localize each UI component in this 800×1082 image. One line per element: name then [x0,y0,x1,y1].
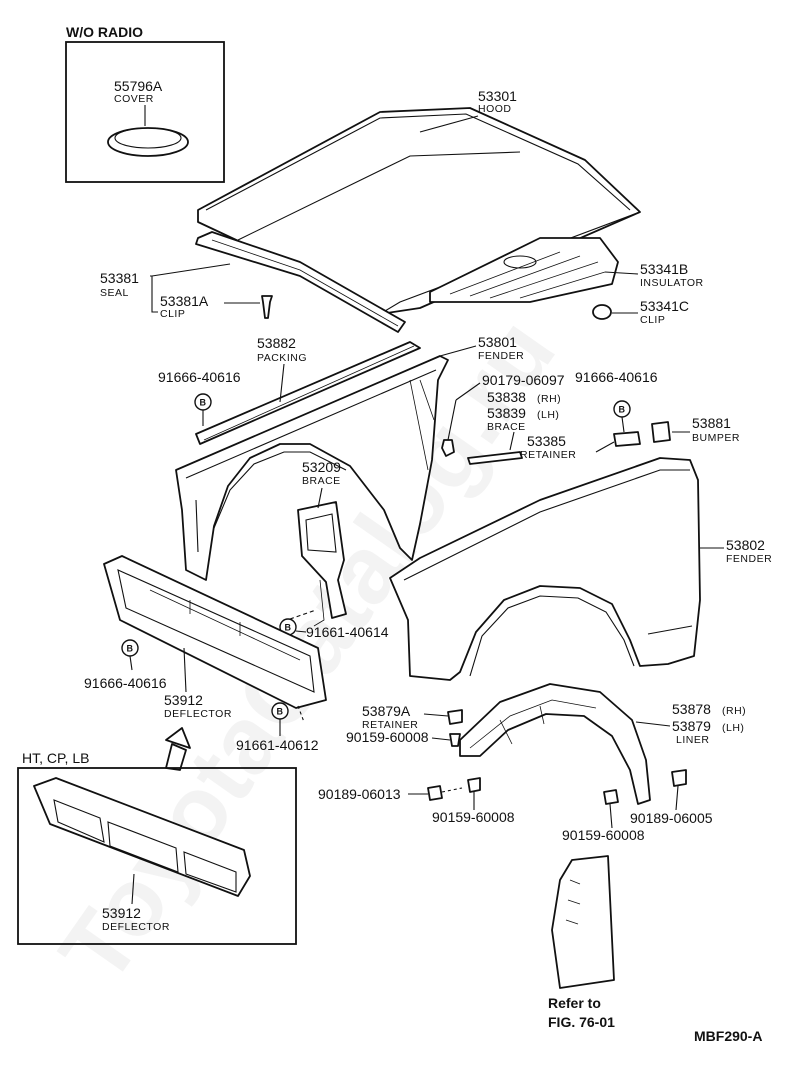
fender-rh-part [389,457,701,681]
brace-center-part [297,501,347,627]
fender-rh-no: 53802 [726,537,765,553]
packing-no: 53882 [257,335,296,351]
fender-lh-part [175,355,449,581]
svg-text:B: B [619,405,626,415]
cover-part [107,127,189,157]
retainer-no: 53385 [527,433,566,449]
hood-name: HOOD [478,103,512,115]
retainer-a-name: RETAINER [362,719,418,731]
bolt-right-no: 91666-40616 [575,369,658,385]
brace-lh-no: 53839 [487,405,526,421]
wo-radio-box: W/O RADIO 55796A COVER [65,24,225,183]
clip-c-no: 53341C [640,298,689,314]
cover-part-no: 55796A [114,78,163,94]
deflector-no: 53912 [164,692,203,708]
ht-cp-lb-box: HT, CP, LB 53912 DEFLECTOR [17,750,297,945]
brace-rh-suffix: (RH) [537,393,561,405]
figure-code: MBF290-A [694,1028,762,1044]
fender-lh-name: FENDER [478,350,524,362]
deflector-name: DEFLECTOR [164,708,232,720]
retainer-a-part [447,709,463,747]
wo-radio-title: W/O RADIO [66,24,143,40]
bumper-part [651,421,671,443]
packing-part [195,341,421,445]
screw-liner3-part [467,777,481,793]
brace-lh-suffix: (LH) [537,409,559,421]
bolt-lower-left-no: 91666-40616 [84,675,167,691]
refer-line1: Refer to [548,995,601,1011]
seal-no: 53381 [100,270,139,286]
fender-lh-no: 53801 [478,334,517,350]
retainer-name: RETAINER [520,449,576,461]
insulator-no: 53341B [640,261,688,277]
clip-a-no: 53381A [160,293,209,309]
cover-part-name: COVER [114,93,154,105]
bumper-name: BUMPER [692,432,740,444]
bumper-no: 53881 [692,415,731,431]
screw-liner1-no: 90159-60008 [346,729,429,745]
liner-rh-suffix: (RH) [722,705,746,717]
seal-part [195,231,406,333]
alt-deflector-no: 53912 [102,905,141,921]
clip-c-name: CLIP [640,314,665,326]
clip-a-name: CLIP [160,308,185,320]
bolt-left-no: 91666-40616 [158,369,241,385]
ht-cp-lb-title: HT, CP, LB [22,750,89,766]
hood-part [197,107,641,315]
bolt-marker-lower-left: B [121,639,139,657]
screw-top-part [441,439,455,457]
alt-deflector-name: DEFLECTOR [102,921,170,933]
screw-liner5-part [671,769,687,787]
screw-liner4-no: 90159-60008 [562,827,645,843]
arrow-up-icon [165,727,191,771]
insulator-name: INSULATOR [640,277,704,289]
liner-rh-no: 53878 [672,701,711,717]
brace-rh-no: 53838 [487,389,526,405]
retainer-a-no: 53879A [362,703,411,719]
bolt-marker-left: B [194,393,212,411]
clip-53341c-part [592,304,612,320]
svg-text:B: B [200,398,207,408]
liner-lh-name: LINER [676,734,709,746]
brace-small-part [467,451,523,465]
screw-liner4-part [603,789,619,805]
svg-text:B: B [127,644,134,654]
seal-name: SEAL [100,287,129,299]
liner-lh-no: 53879 [672,718,711,734]
mud-flap-part [551,855,615,989]
fender-rh-name: FENDER [726,553,772,565]
brace-center-name: BRACE [302,475,341,487]
svg-text:B: B [277,707,284,717]
screw-liner2-no: 90189-06013 [318,786,401,802]
brace-lh-name: BRACE [487,421,526,433]
alt-deflector-part [33,777,251,897]
packing-name: PACKING [257,352,307,364]
liner-part [459,683,651,805]
screw-liner2-part [427,785,443,801]
hood-no: 53301 [478,88,517,104]
screw-liner3-no: 90159-60008 [432,809,515,825]
refer-line2: FIG. 76-01 [548,1014,615,1030]
screw-top-no: 90179-06097 [482,372,565,388]
screw-liner5-no: 90189-06005 [630,810,713,826]
bolt-marker-right: B [613,400,631,418]
bolt-marker-deflector: B [271,702,289,720]
brace-center-no: 53209 [302,459,341,475]
bolt-deflector-no: 91661-40612 [236,737,319,753]
svg-text:B: B [285,623,292,633]
clip-53381a-part [261,295,273,319]
deflector-part [103,555,327,709]
bolt-center-no: 91661-40614 [306,624,389,640]
liner-lh-suffix: (LH) [722,722,744,734]
retainer-part [613,431,641,447]
